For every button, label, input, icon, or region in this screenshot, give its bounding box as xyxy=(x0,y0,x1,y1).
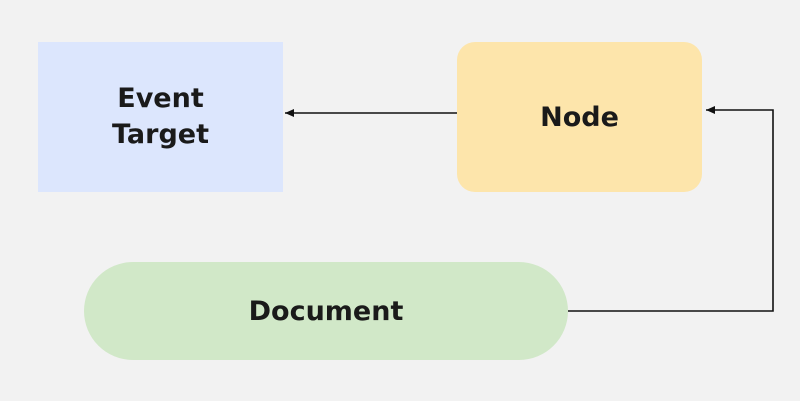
event-target-node: Event Target xyxy=(38,42,283,192)
event-target-label-line1: Event xyxy=(117,83,204,114)
node-node: Node xyxy=(457,42,702,192)
node-label: Node xyxy=(540,101,619,133)
document-node: Document xyxy=(84,262,568,360)
document-label: Document xyxy=(248,295,404,327)
event-target-label-line2: Target xyxy=(111,119,210,150)
